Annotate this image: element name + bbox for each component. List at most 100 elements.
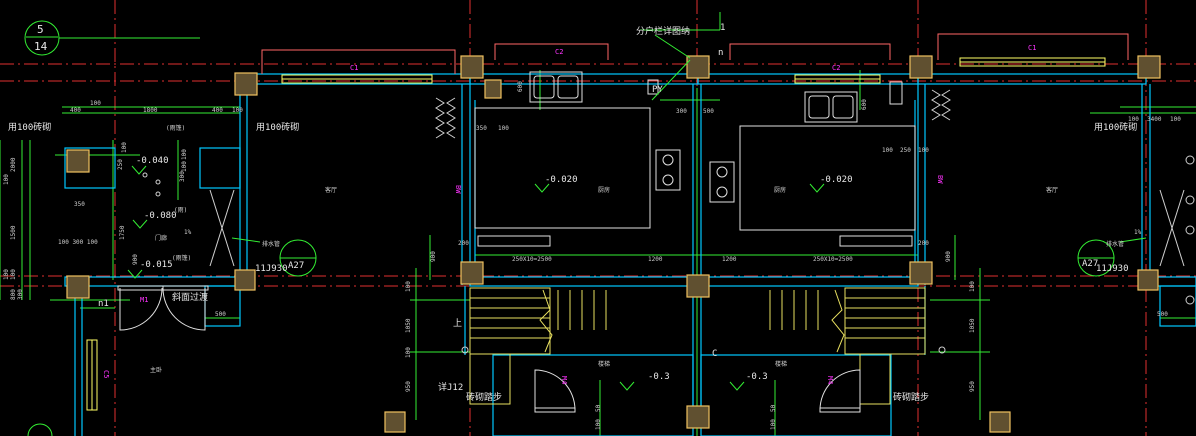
stairs — [469, 287, 926, 405]
label-detail-j12: 详J12 — [438, 381, 463, 393]
dim-100-bl: 100 — [3, 269, 10, 280]
dim-950-left: 950 — [405, 381, 412, 392]
level-kitchen-left: -0.020 — [545, 175, 578, 185]
level-neg080: -0.080 — [144, 211, 177, 221]
label-brick-left: 用100砖砌 — [8, 121, 51, 133]
dim-1750: 1750 — [119, 225, 126, 240]
room-kitchen-right: 厨房 — [774, 186, 786, 194]
wall-hatching — [142, 89, 1195, 354]
dim-3400: 3400 — [1147, 116, 1162, 123]
label-mid-c: C — [712, 349, 717, 359]
level-stair-left: -0.3 — [648, 372, 670, 382]
dim-100-v2: 100 — [181, 149, 188, 160]
dim-1050-right: 1050 — [969, 318, 976, 333]
dim-950-right: 950 — [969, 381, 976, 392]
label-drain-right: 排水管 — [1106, 240, 1124, 248]
dim-200-right: 200 — [918, 240, 929, 247]
dim-100-bl2: 100 — [595, 419, 602, 430]
label-n-top: n — [718, 48, 723, 58]
grid-bubble-top: 5 — [37, 23, 44, 36]
level-stair-right: -0.3 — [746, 372, 768, 382]
dim-100-v3: 100 — [181, 161, 188, 172]
dim-300: 300 — [676, 108, 687, 115]
label-step-left: 砖砌踏步 — [466, 391, 502, 403]
window-c5: C5 — [102, 370, 110, 378]
dim-350-h: 350 — [74, 201, 85, 208]
dim-300-bl: 300 — [17, 289, 24, 300]
dim-350: 350 — [476, 125, 487, 132]
std-11j930-left: 11J930 — [255, 264, 288, 274]
dim-50-right: 50 — [770, 404, 777, 412]
level-kitchen-right: -0.020 — [820, 175, 853, 185]
dim-100-r2: 100 — [882, 147, 893, 154]
grid-bubble: 5 14 — [24, 20, 200, 436]
dim-500-b: 500 — [215, 311, 226, 318]
dim-600-right: 600 — [861, 99, 868, 110]
label-bw-left: BW — [454, 185, 462, 194]
dim-900-right: 900 — [945, 251, 952, 262]
dim-600-left: 600 — [517, 81, 524, 92]
label-cross-fill: 斜面过渡 — [172, 291, 208, 303]
dim-100-mid: 100 — [232, 107, 243, 114]
dim-100-b: 100 — [498, 125, 509, 132]
dim-1050-left: 1050 — [405, 318, 412, 333]
dim-100-v-mid: 100 — [121, 142, 128, 153]
label-bw-right: BW — [936, 175, 944, 184]
level-neg080-note: (雨) — [174, 207, 187, 214]
label-py: PY — [652, 85, 663, 95]
dim-50-left: 50 — [595, 404, 602, 412]
label-doorway: 门廊 — [155, 234, 167, 242]
dim-100-300-100: 100 300 100 — [58, 239, 98, 246]
dim-2000: 2000 — [10, 157, 17, 172]
window-c2-right: C2 — [832, 64, 840, 72]
std-11j930-right: 11J930 — [1096, 264, 1129, 274]
room-living-left: 客厅 — [325, 186, 337, 194]
dim-100-sl2: 100 — [405, 347, 412, 358]
dim-500-right: 500 — [1157, 311, 1168, 318]
window-c1-right: C1 — [1028, 44, 1036, 52]
dim-100-sr: 100 — [969, 281, 976, 292]
dim-1200-right: 1200 — [722, 256, 737, 263]
dim-900-v-left: 900 — [132, 254, 139, 265]
slope-left: 1% — [184, 229, 192, 236]
dim-900-left: 900 — [430, 251, 437, 262]
level-neg040: -0.040 — [136, 156, 169, 166]
dim-800: 800 — [10, 289, 17, 300]
dim-100-sl: 100 — [405, 281, 412, 292]
dim-200-left: 200 — [458, 240, 469, 247]
door-m4-right: M4 — [826, 376, 834, 384]
window-c2-left: C2 — [555, 48, 563, 56]
dim-100-r5: 100 — [1170, 116, 1181, 123]
columns — [66, 55, 1161, 433]
door-swings — [117, 285, 861, 413]
dim-250-v: 250 — [117, 159, 124, 170]
dim-100-r3: 100 — [918, 147, 929, 154]
dim-400-left: 400 — [70, 107, 81, 114]
dim-100-v1: 100 — [3, 174, 10, 185]
label-rainwater: (雨篷) — [166, 124, 185, 132]
slope-right: 1% — [1134, 229, 1142, 236]
room-stair-right: 楼梯 — [775, 360, 787, 368]
dim-300-v: 300 — [179, 171, 186, 182]
room-bedroom: 主卧 — [150, 366, 162, 374]
dim-250x10-left: 250X10=2500 — [512, 256, 552, 263]
room-kitchen-left: 厨房 — [598, 186, 610, 194]
leaders — [127, 34, 1147, 391]
room-living-right: 客厅 — [1046, 186, 1058, 194]
dim-500: 500 — [703, 108, 714, 115]
label-fenhu: 分户栏详图纳 — [636, 25, 690, 37]
window-c1-left: C1 — [350, 64, 358, 72]
dim-1800: 1800 — [143, 107, 158, 114]
ref-a27-right: A27 — [1082, 259, 1098, 269]
room-stair-left: 楼梯 — [598, 360, 610, 368]
label-step-right: 砖砌踏步 — [893, 391, 929, 403]
dim-1500: 1500 — [10, 225, 17, 240]
ref-a27-left: A27 — [288, 261, 304, 271]
door-m4-left: M4 — [560, 376, 568, 384]
label-brick-right: 用100砖砌 — [1094, 121, 1137, 133]
level-neg015: -0.015 — [140, 260, 173, 270]
dim-1200-left: 1200 — [648, 256, 663, 263]
grid-bubble-bottom: 14 — [34, 40, 48, 53]
